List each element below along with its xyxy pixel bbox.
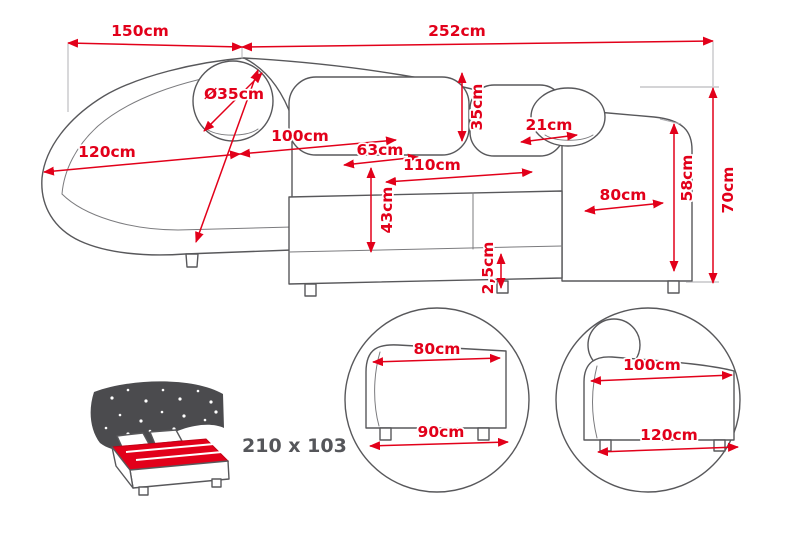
label-70cm: 70cm [719, 167, 737, 214]
label-110cm: 110cm [403, 156, 461, 174]
chaise-leg [185, 253, 199, 268]
dimension-labels: 150cm 252cm Ø35cm 35cm 120cm 100cm 63cm … [76, 20, 738, 296]
detail-circle [344, 307, 530, 493]
sofa-leg [304, 283, 317, 297]
dim-line-pillow-diameter [203, 72, 263, 132]
label-arm-80cm: 80cm [414, 340, 461, 358]
label-80cm: 80cm [600, 186, 647, 204]
bed-foot [211, 478, 222, 488]
seat-base-seam [288, 245, 563, 253]
label-63cm: 63cm [357, 141, 404, 159]
detail-armrest-view: 80cm 90cm [344, 307, 530, 493]
label-35cm: 35cm [468, 84, 486, 131]
sleeping-size-label: 210 x 103 [242, 435, 347, 457]
label-side-100cm: 100cm [623, 356, 681, 374]
detail-leg [599, 439, 612, 452]
blanket-folds [125, 443, 223, 461]
night-sky-shape [90, 381, 224, 451]
sleeping-function-icon [90, 381, 230, 496]
dim-line-110 [385, 168, 533, 186]
label-side-120cm: 120cm [640, 426, 698, 444]
detail-chaise-view: 100cm 120cm [555, 307, 741, 493]
bed-base-side [111, 446, 134, 489]
dim-line-21 [520, 131, 578, 146]
label-58cm: 58cm [678, 155, 696, 202]
detail-leg [477, 427, 490, 441]
arm-pillow [530, 87, 606, 147]
dim-line-80 [584, 199, 664, 215]
dim-line-252 [241, 36, 714, 52]
sofa-leg [496, 280, 509, 294]
label-pillow-diameter: Ø35cm [204, 85, 264, 103]
dim-line-arm-80 [372, 353, 501, 367]
detail-leg [379, 427, 392, 441]
bed-foot [138, 486, 149, 496]
label-252cm: 252cm [428, 22, 486, 40]
dim-line-100 [239, 136, 397, 158]
dimension-lines [43, 36, 718, 289]
chaise-front-seam [61, 193, 293, 231]
detail-circle [555, 307, 741, 493]
label-100cm: 100cm [271, 127, 329, 145]
label-120cm: 120cm [78, 143, 136, 161]
dim-line-63 [343, 153, 419, 169]
label-arm-90cm: 90cm [418, 423, 465, 441]
label-43cm: 43cm [378, 187, 396, 234]
dim-line-side-120 [597, 442, 739, 457]
label-21cm: 21cm [526, 116, 573, 134]
label-2-5cm: 2,5cm [479, 242, 497, 295]
detail-leg [713, 439, 726, 452]
label-150cm: 150cm [111, 22, 169, 40]
dim-line-side-100 [590, 370, 733, 386]
seat-front [288, 190, 563, 285]
dim-line-arm-90 [369, 437, 509, 451]
sofa-leg [667, 280, 680, 294]
dim-line-150 [67, 38, 243, 52]
main-sofa-drawing [41, 57, 693, 297]
